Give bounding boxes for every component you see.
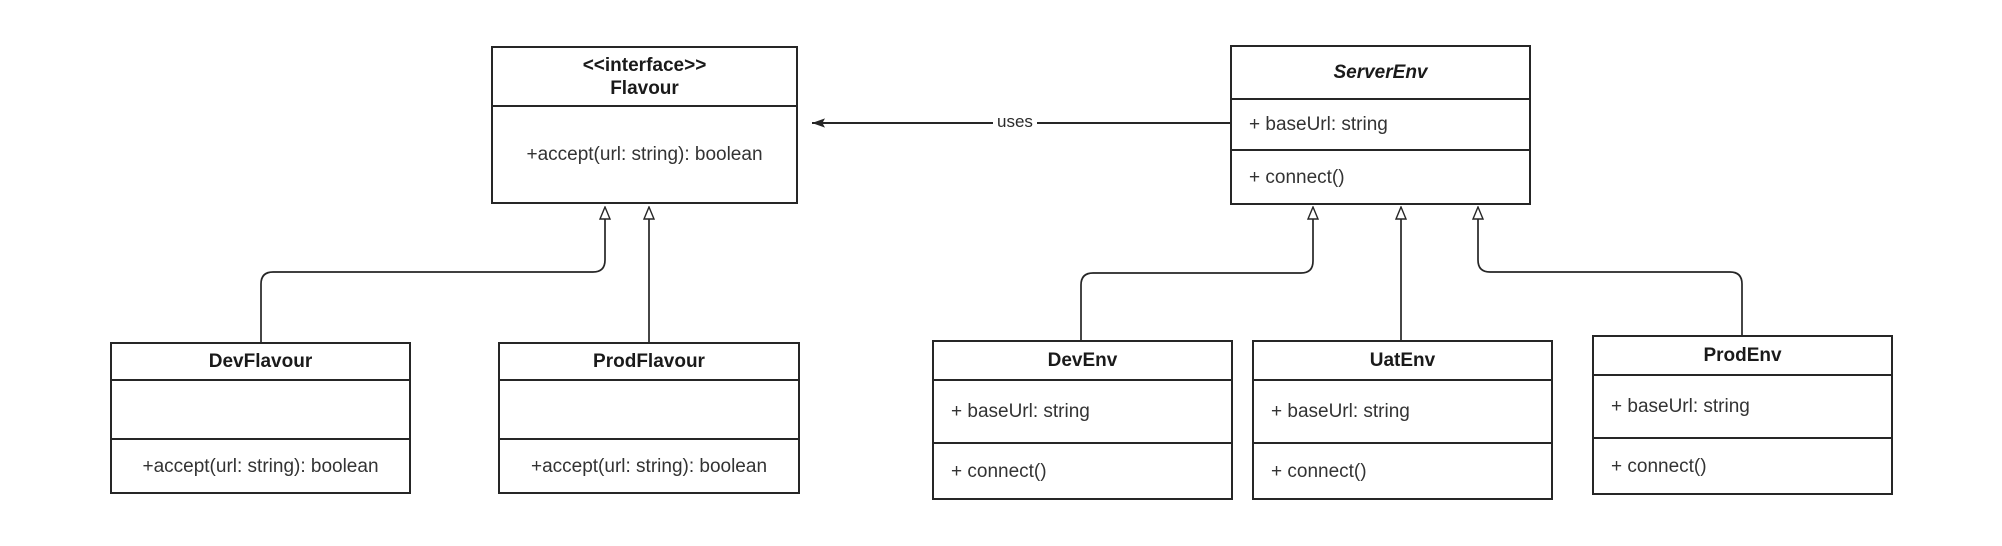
class-box-serverenv[interactable]: ServerEnv + baseUrl: string + connect() [1230, 45, 1531, 205]
method-connect-uatenv: + connect() [1271, 460, 1367, 482]
method-connect-prodenv: + connect() [1611, 455, 1707, 477]
class-attributes-prodenv: + baseUrl: string [1594, 374, 1891, 437]
class-attributes-devenv: + baseUrl: string [934, 379, 1231, 442]
class-box-uatenv[interactable]: UatEnv + baseUrl: string + connect() [1252, 340, 1553, 500]
method-accept: +accept(url: string): boolean [526, 144, 763, 165]
attribute-baseurl: + baseUrl: string [1249, 114, 1388, 135]
class-methods-devflavour: +accept(url: string): boolean [112, 438, 409, 492]
class-title-prodenv: ProdEnv [1594, 337, 1891, 374]
class-name-flavour: Flavour [610, 77, 679, 99]
method-accept-prodflavour: +accept(url: string): boolean [530, 455, 768, 477]
class-title-devenv: DevEnv [934, 342, 1231, 379]
method-connect: + connect() [1249, 166, 1345, 188]
stereotype-interface: <<interface>> [582, 54, 707, 76]
class-attributes-devflavour [112, 379, 409, 438]
class-methods-flavour: +accept(url: string): boolean [493, 105, 796, 202]
class-title-flavour: <<interface>> Flavour [493, 48, 796, 105]
class-title-serverenv: ServerEnv [1232, 47, 1529, 98]
class-methods-prodenv: + connect() [1594, 437, 1891, 493]
class-name-prodflavour: ProdFlavour [593, 351, 705, 372]
class-methods-uatenv: + connect() [1254, 442, 1551, 498]
class-methods-prodflavour: +accept(url: string): boolean [500, 438, 798, 492]
class-attributes-uatenv: + baseUrl: string [1254, 379, 1551, 442]
class-box-devenv[interactable]: DevEnv + baseUrl: string + connect() [932, 340, 1233, 500]
class-title-devflavour: DevFlavour [112, 344, 409, 379]
class-name-devenv: DevEnv [1047, 350, 1118, 371]
edge-devenv-to-serverenv [1080, 219, 1313, 340]
attribute-baseurl-prodenv: + baseUrl: string [1611, 396, 1750, 417]
class-methods-devenv: + connect() [934, 442, 1231, 498]
class-name-devflavour: DevFlavour [208, 351, 313, 372]
attribute-baseurl-devenv: + baseUrl: string [951, 401, 1090, 422]
class-name-prodenv: ProdEnv [1703, 345, 1782, 366]
class-title-prodflavour: ProdFlavour [500, 344, 798, 379]
class-box-prodenv[interactable]: ProdEnv + baseUrl: string + connect() [1592, 335, 1893, 495]
class-box-flavour[interactable]: <<interface>> Flavour +accept(url: strin… [491, 46, 798, 204]
class-title-uatenv: UatEnv [1254, 342, 1551, 379]
class-attributes-serverenv: + baseUrl: string [1232, 98, 1529, 149]
attribute-baseurl-uatenv: + baseUrl: string [1271, 401, 1410, 422]
class-name-serverenv: ServerEnv [1333, 62, 1428, 83]
edge-devflavour-to-flavour [260, 219, 605, 342]
class-name-uatenv: UatEnv [1369, 350, 1436, 371]
class-methods-serverenv: + connect() [1232, 149, 1529, 203]
edge-prodenv-to-serverenv [1478, 219, 1743, 335]
class-box-devflavour[interactable]: DevFlavour +accept(url: string): boolean [110, 342, 411, 494]
class-box-prodflavour[interactable]: ProdFlavour +accept(url: string): boolea… [498, 342, 800, 494]
method-connect-devenv: + connect() [951, 460, 1047, 482]
edge-label-uses: uses [993, 112, 1037, 132]
method-accept-devflavour: +accept(url: string): boolean [142, 455, 379, 477]
class-attributes-prodflavour [500, 379, 798, 438]
